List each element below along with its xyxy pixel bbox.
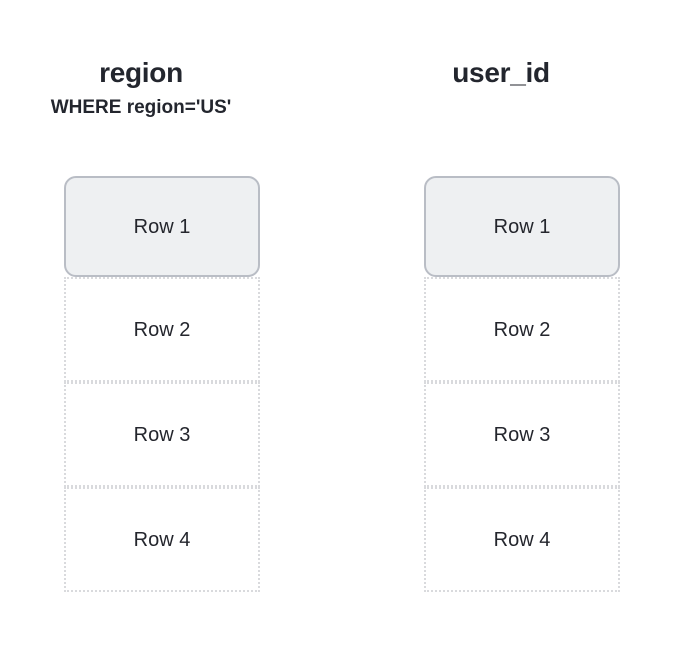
column-subtitle-filter <box>361 96 641 120</box>
column-header-user-id: user_id <box>361 56 641 176</box>
row-cell-region-4[interactable]: Row 4 <box>64 487 260 592</box>
row-label: Row 3 <box>493 423 551 446</box>
column-region: region WHERE region='US' Row 1 Row 2 Row… <box>51 56 260 646</box>
row-label: Row 2 <box>133 318 191 341</box>
column-header-region: region WHERE region='US' <box>1 56 281 176</box>
row-label: Row 2 <box>493 318 551 341</box>
row-cell-region-3[interactable]: Row 3 <box>64 382 260 487</box>
row-label: Row 4 <box>133 528 191 551</box>
row-label: Row 1 <box>133 215 191 238</box>
row-label: Row 1 <box>493 215 551 238</box>
row-label: Row 3 <box>133 423 191 446</box>
column-rows-user-id: Row 1 Row 2 Row 3 Row 4 <box>424 176 620 592</box>
column-subtitle-filter: WHERE region='US' <box>50 97 232 118</box>
column-user-id: user_id Row 1 Row 2 Row 3 Row 4 <box>424 56 620 646</box>
column-title: region <box>99 57 183 88</box>
row-cell-user-id-2[interactable]: Row 2 <box>424 277 620 382</box>
column-rows-region: Row 1 Row 2 Row 3 Row 4 <box>64 176 260 592</box>
column-title: user_id <box>452 57 550 88</box>
row-label: Row 4 <box>493 528 551 551</box>
row-cell-user-id-4[interactable]: Row 4 <box>424 487 620 592</box>
row-cell-region-1[interactable]: Row 1 <box>64 176 260 277</box>
row-cell-user-id-1[interactable]: Row 1 <box>424 176 620 277</box>
row-cell-region-2[interactable]: Row 2 <box>64 277 260 382</box>
row-cell-user-id-3[interactable]: Row 3 <box>424 382 620 487</box>
